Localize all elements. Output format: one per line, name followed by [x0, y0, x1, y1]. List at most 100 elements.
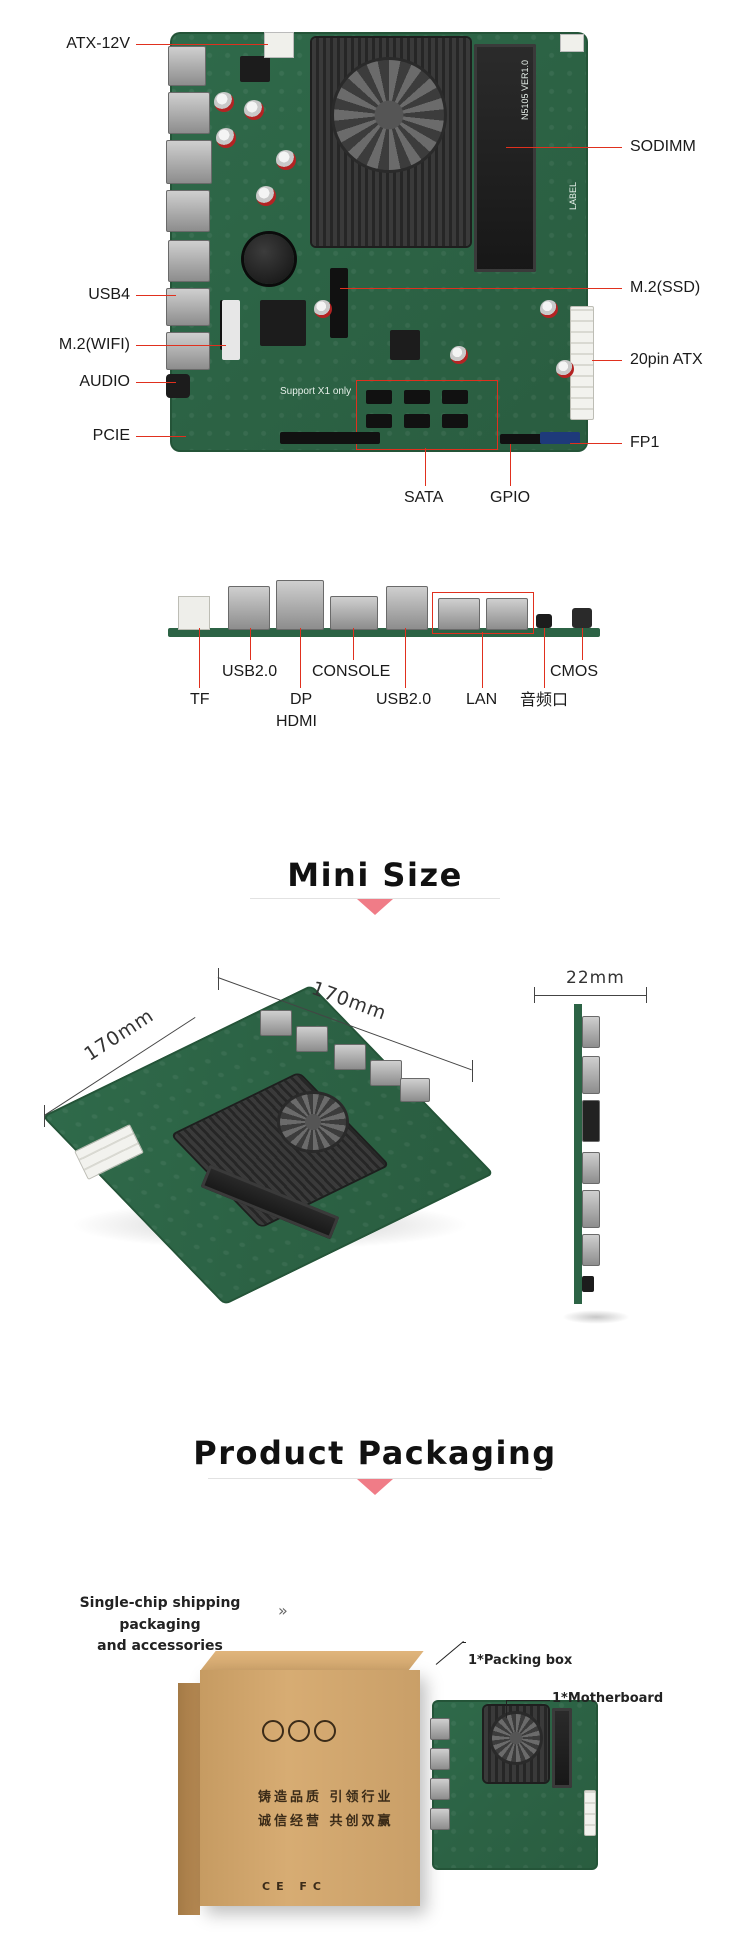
- io-label-lan: LAN: [466, 691, 498, 708]
- io-line-cmos: [582, 628, 583, 660]
- label-atx12v: ATX-12V: [66, 35, 130, 52]
- board-model-print: N5105 VER1.0: [520, 59, 530, 120]
- label-m2wifi: M.2(WIFI): [58, 336, 130, 353]
- callout-line-m2wifi: [136, 345, 226, 346]
- io-lan-highlight-box: [432, 592, 534, 634]
- sata-connector: [366, 390, 392, 404]
- label-packing-box: 1*Packing box: [468, 1653, 573, 1668]
- callout-line-audio: [136, 382, 176, 383]
- motherboard-callout-line: [506, 1700, 507, 1718]
- packing-box: [200, 1670, 420, 1906]
- iso-port: [400, 1078, 430, 1102]
- label-sodimm: SODIMM: [630, 138, 696, 155]
- sata-connector: [366, 414, 392, 428]
- packaged-port: [430, 1748, 450, 1770]
- gpio-header: [500, 434, 556, 444]
- ic-chip: [222, 300, 240, 360]
- sodimm-slot: [474, 44, 536, 272]
- io-line-audio: [544, 628, 545, 688]
- box-circle-icon: [314, 1720, 336, 1742]
- packing-box-top: [200, 1651, 424, 1671]
- io-usb20-b: [386, 586, 428, 630]
- io-line-usb20a: [250, 628, 251, 660]
- port-usb-mid: [168, 240, 210, 282]
- double-chevron-icon: »: [278, 1601, 288, 1620]
- packaged-fan: [492, 1714, 540, 1762]
- packing-box-side: [178, 1683, 200, 1915]
- io-console: [330, 596, 378, 630]
- side-port: [582, 1152, 600, 1184]
- io-pcb-edge: [168, 628, 600, 637]
- dim-tick: [218, 968, 219, 990]
- callout-line-usb4: [136, 295, 176, 296]
- dim-tick: [44, 1105, 45, 1127]
- capacitor: [556, 360, 574, 378]
- atx-20pin-connector: [570, 306, 594, 420]
- dim-tick: [646, 987, 647, 1003]
- label-pcie: PCIE: [92, 427, 130, 444]
- dim-label-a: 170mm: [80, 1004, 158, 1066]
- io-lan-2: [486, 598, 528, 630]
- io-cmos-button: [572, 608, 592, 628]
- callout-line-fp1: [570, 443, 622, 444]
- label-motherboard: 1*Motherboard: [552, 1691, 664, 1706]
- side-shadow: [562, 1310, 630, 1324]
- m2-ssd-slot: [330, 268, 348, 338]
- board-label-print: LABEL: [568, 181, 578, 210]
- callout-line-atx20: [592, 360, 622, 361]
- capacitor: [450, 346, 468, 364]
- dim-line-top: [534, 995, 646, 996]
- motherboard-callout-line: [506, 1700, 550, 1701]
- heading-triangle: [357, 1479, 393, 1495]
- capacitor: [214, 92, 234, 112]
- callout-line-gpio: [510, 444, 511, 486]
- callout-line-atx12v: [136, 44, 268, 45]
- port-hdmi: [166, 140, 212, 184]
- side-port: [582, 1190, 600, 1228]
- port-rj45-c: [166, 332, 210, 370]
- ic-chip: [240, 56, 270, 82]
- packing-box-callout-line: [435, 1640, 464, 1665]
- callout-line-pcie: [136, 436, 186, 437]
- ic-chip: [390, 330, 420, 360]
- sata-highlight-box: [356, 380, 498, 450]
- io-audio-jack: [536, 614, 552, 628]
- iso-port: [260, 1010, 292, 1036]
- io-label-usb20a: USB2.0: [222, 663, 278, 680]
- iso-port: [370, 1060, 402, 1086]
- box-slogan-1: 铸造品质 引领行业: [258, 1790, 394, 1805]
- callout-line-m2ssd: [340, 288, 622, 289]
- packaged-sodimm: [552, 1708, 572, 1788]
- ic-chip: [260, 300, 306, 346]
- packing-box-callout-line: [462, 1642, 466, 1643]
- io-line-usb20b: [405, 628, 406, 688]
- label-gpio: GPIO: [490, 489, 531, 506]
- box-certification-logos: CE FC: [262, 1880, 328, 1893]
- packaging-note-line1: Single-chip shipping packaging: [79, 1595, 241, 1633]
- label-usb4: USB4: [88, 286, 130, 303]
- box-circle-icon: [262, 1720, 284, 1742]
- support-print: Support X1 only: [280, 386, 352, 397]
- fan-connector: [560, 34, 584, 52]
- sata-connector: [442, 414, 468, 428]
- sata-connector: [442, 390, 468, 404]
- dim-tick: [472, 1060, 473, 1082]
- io-tf-slot: [178, 596, 210, 630]
- packaged-port: [430, 1778, 450, 1800]
- side-jack: [582, 1276, 594, 1292]
- capacitor: [256, 186, 276, 206]
- sata-connector: [404, 390, 430, 404]
- io-label-console: CONSOLE: [312, 663, 391, 680]
- side-port: [582, 1100, 600, 1142]
- io-line-lan: [482, 632, 483, 688]
- label-audio: AUDIO: [79, 373, 130, 390]
- io-lan-1: [438, 598, 480, 630]
- heading-rule: [250, 898, 500, 899]
- label-m2ssd: M.2(SSD): [630, 279, 701, 296]
- iso-port: [296, 1026, 328, 1052]
- io-line-tf: [199, 628, 200, 688]
- capacitor: [216, 128, 236, 148]
- atx12v-connector: [264, 32, 294, 58]
- io-line-console: [353, 628, 354, 660]
- capacitor: [540, 300, 558, 318]
